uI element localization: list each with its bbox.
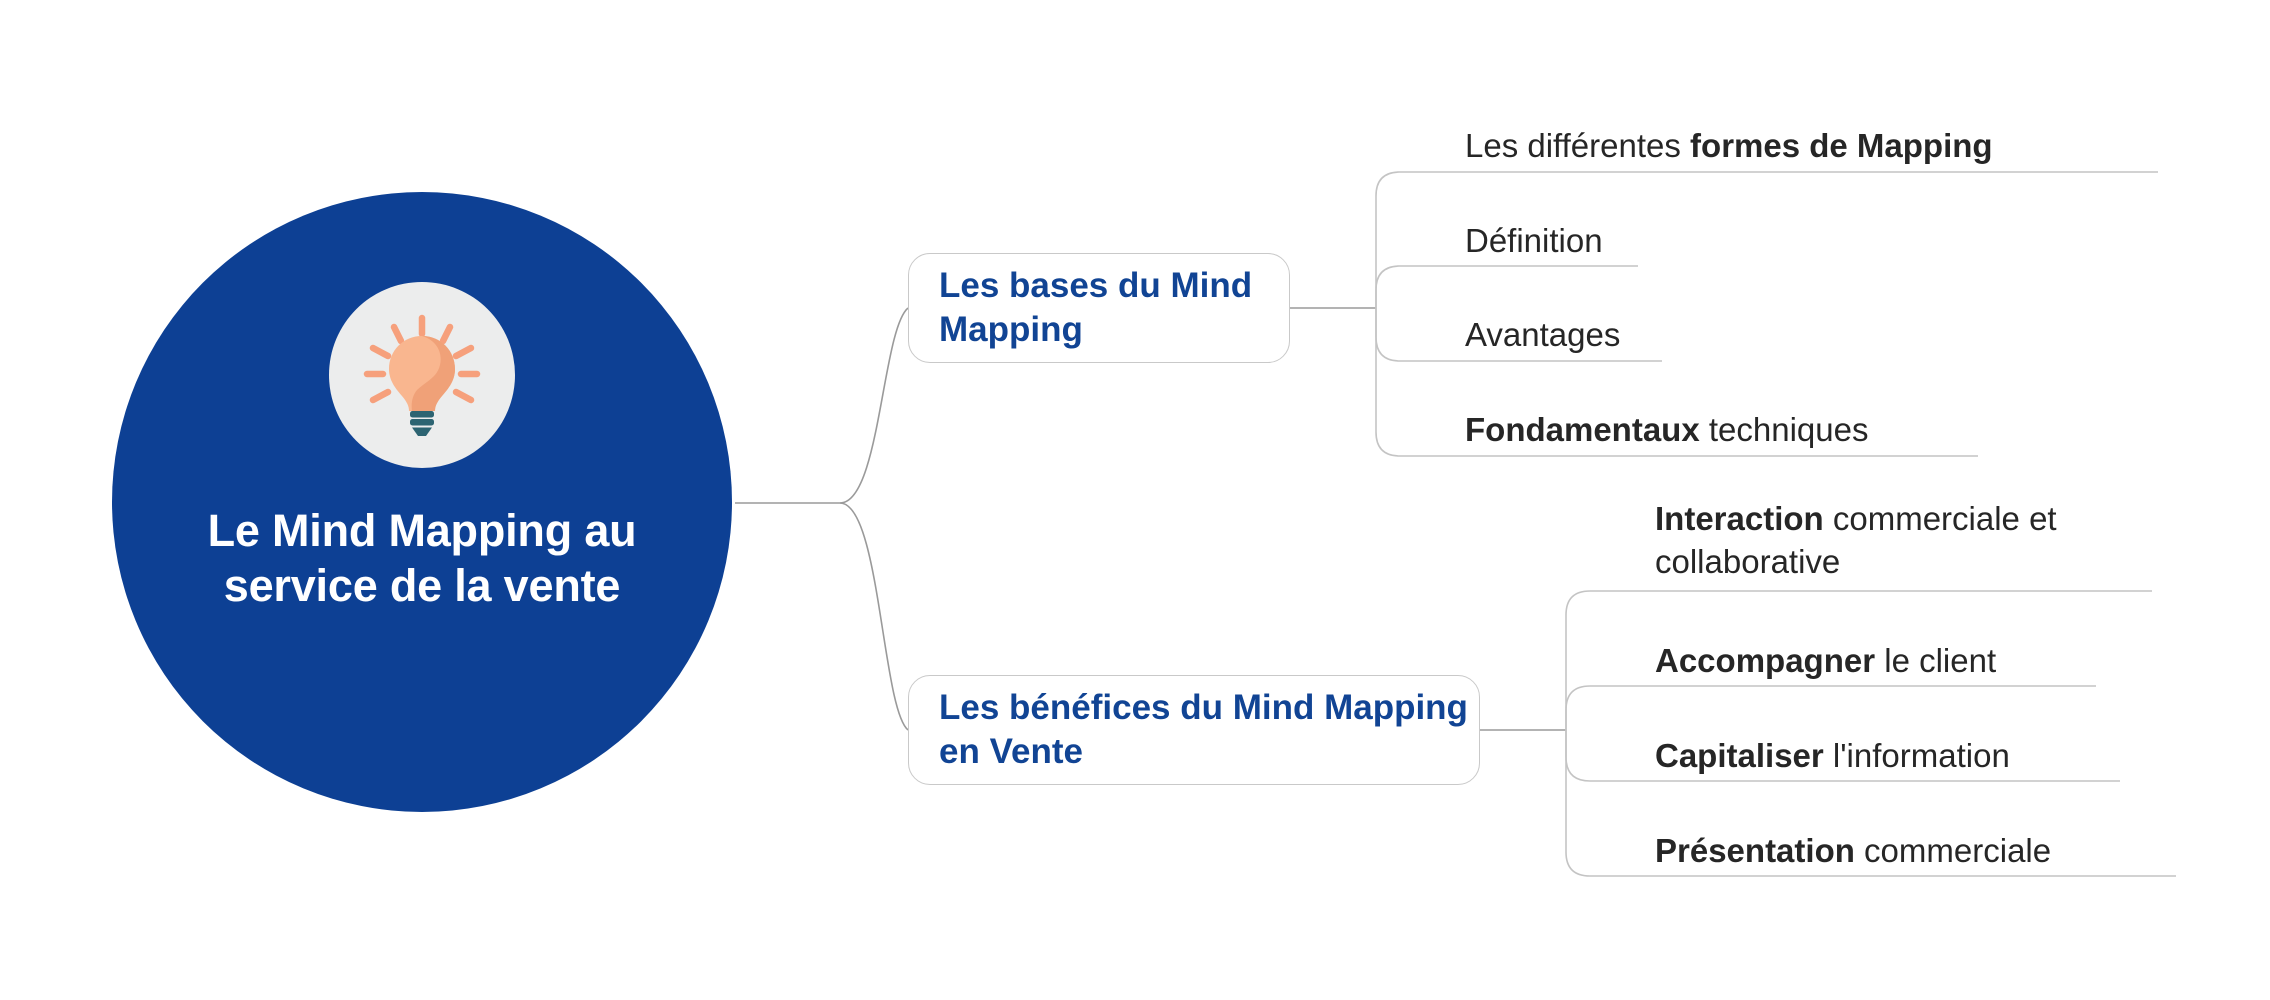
leaf-emphasis: formes de Mapping bbox=[1690, 127, 1993, 164]
leaf-text: l'information bbox=[1823, 737, 2010, 774]
leaf-emphasis: Interaction bbox=[1655, 500, 1824, 537]
leaf-emphasis: Capitaliser bbox=[1655, 737, 1824, 774]
leaf-node-accompagner-le-client[interactable]: Accompagner le client bbox=[1655, 640, 1996, 683]
leaf-text: Définition bbox=[1465, 222, 1603, 259]
root-title: Le Mind Mapping au service de la vente bbox=[207, 505, 637, 611]
leaf-emphasis: Fondamentaux bbox=[1465, 411, 1700, 448]
leaf-emphasis: Accompagner bbox=[1655, 642, 1876, 679]
branch-2-label: Les bénéfices du Mind Mapping en Vente bbox=[939, 687, 1468, 771]
lightbulb-icon bbox=[363, 314, 481, 436]
leaf-node-definition[interactable]: Définition bbox=[1465, 220, 1603, 263]
leaf-text: Avantages bbox=[1465, 316, 1621, 353]
root-node[interactable]: Le Mind Mapping au service de la vente bbox=[112, 192, 732, 812]
connector-root-to-branch-1 bbox=[839, 307, 909, 504]
connector-root-to-branch-2 bbox=[839, 502, 909, 731]
leaf-text: techniques bbox=[1699, 411, 1869, 448]
leaf-text: le client bbox=[1875, 642, 1997, 679]
leaf-node-fondamentaux-techniques[interactable]: Fondamentaux techniques bbox=[1465, 409, 1869, 452]
connector-leaf-2-1 bbox=[1565, 685, 2096, 730]
leaf-node-interaction-commerciale[interactable]: Interaction commerciale et collaborative bbox=[1655, 498, 2175, 584]
leaf-text: commerciale et collaborative bbox=[1655, 500, 2057, 580]
leaf-text: commerciale bbox=[1854, 832, 2052, 869]
leaf-text: Les différentes bbox=[1465, 127, 1691, 164]
branch-node-les-bases-du-mind-mapping[interactable]: Les bases du Mind Mapping bbox=[908, 253, 1290, 363]
leaf-node-presentation-commerciale[interactable]: Présentation commerciale bbox=[1655, 830, 2051, 873]
branch-1-label: Les bases du Mind Mapping bbox=[939, 265, 1253, 349]
connector-leaf-1-1 bbox=[1375, 265, 1638, 308]
leaf-emphasis: Présentation bbox=[1655, 832, 1855, 869]
leaf-node-avantages[interactable]: Avantages bbox=[1465, 314, 1620, 357]
branch-node-les-benefices-du-mind-mapping-en-vente[interactable]: Les bénéfices du Mind Mapping en Vente bbox=[908, 675, 1480, 785]
leaf-node-capitaliser-information[interactable]: Capitaliser l'information bbox=[1655, 735, 2010, 778]
root-icon-disc bbox=[329, 282, 515, 468]
leaf-node-formes-de-mapping[interactable]: Les différentes formes de Mapping bbox=[1465, 125, 1993, 168]
